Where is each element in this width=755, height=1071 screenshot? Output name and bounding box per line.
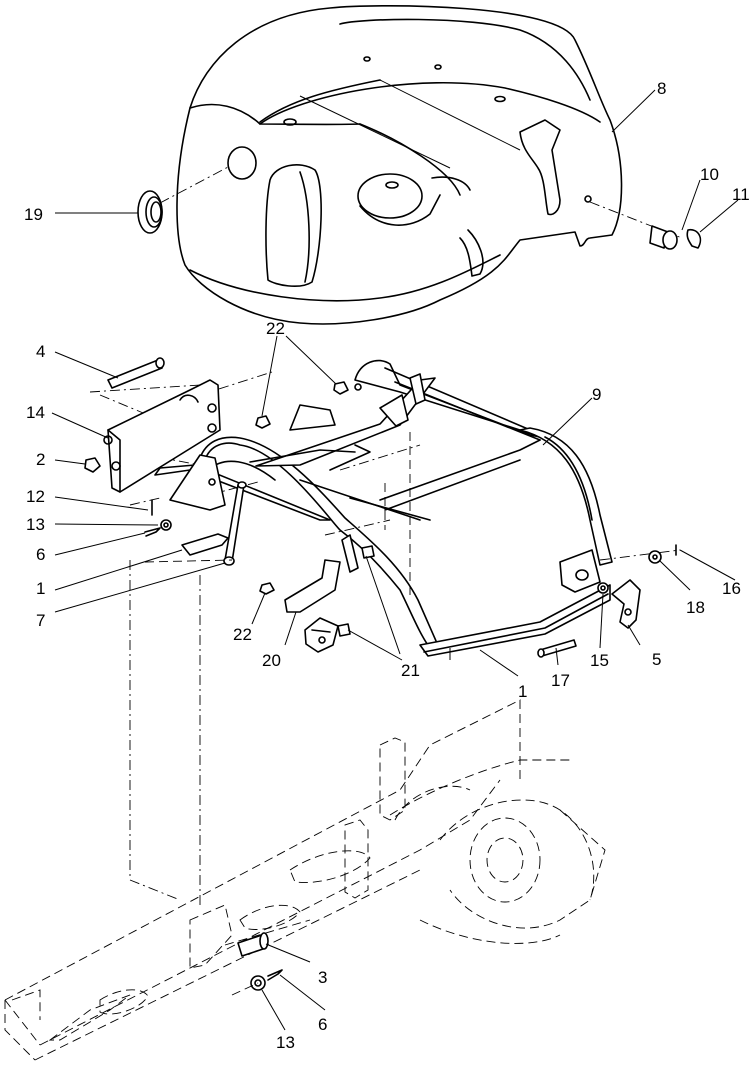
callout-17: 17 <box>551 671 570 690</box>
callout-22-lower: 22 <box>233 625 252 644</box>
latch-rod-part-7 <box>223 481 247 566</box>
latch-plate-part-1-left <box>181 533 229 556</box>
callout-9: 9 <box>592 385 601 404</box>
callout-3: 3 <box>318 968 327 987</box>
leader-lines <box>51 89 739 1031</box>
washer-part-13-lower <box>231 975 266 996</box>
callout-5: 5 <box>652 650 661 669</box>
washer-part-18 <box>648 550 662 564</box>
clip-part-6-lower <box>267 969 283 981</box>
callout-4: 4 <box>36 342 45 361</box>
screw-part-21 <box>337 545 375 637</box>
seat-frame-part-9 <box>154 359 613 660</box>
nut-part-22-lower <box>259 582 275 595</box>
frame-left-pivot <box>169 454 226 511</box>
callout-13-upper: 13 <box>26 515 45 534</box>
callout-21: 21 <box>401 661 420 680</box>
latch-part-5 <box>611 579 641 629</box>
callout-8: 8 <box>657 79 666 98</box>
callout-19: 19 <box>24 205 43 224</box>
callout-7: 7 <box>36 611 45 630</box>
callout-1-right: 1 <box>518 682 527 701</box>
callout-13-lower: 13 <box>276 1033 295 1052</box>
callout-11: 11 <box>732 185 750 204</box>
hinge-bracket-part-14 <box>103 379 221 493</box>
callout-2: 2 <box>36 450 45 469</box>
callout-1-left: 1 <box>36 579 45 598</box>
clevis-pin-part-3 <box>224 919 311 957</box>
switch-bracket-part-20 <box>284 534 359 653</box>
nut-part-22-upper <box>255 381 349 429</box>
clip-part-6-upper <box>144 527 161 537</box>
callout-12: 12 <box>26 487 45 506</box>
pin-part-17 <box>537 639 577 658</box>
callout-10: 10 <box>700 165 719 184</box>
cap-part-11 <box>686 228 702 249</box>
callout-22-upper: 22 <box>266 319 285 338</box>
pin-part-4 <box>107 357 165 389</box>
callout-14: 14 <box>26 403 45 422</box>
washer-part-13-upper <box>160 519 172 531</box>
knob-part-10 <box>589 201 683 250</box>
callout-18: 18 <box>686 598 705 617</box>
callout-15: 15 <box>590 651 609 670</box>
callout-20: 20 <box>262 651 281 670</box>
chassis-frame-phantom <box>4 699 606 1061</box>
callout-16: 16 <box>722 579 741 598</box>
roller-part-15 <box>597 582 609 594</box>
nut-part-2 <box>84 457 101 473</box>
seat-shroud-part-8 <box>176 5 623 325</box>
callout-6-lower: 6 <box>318 1015 327 1034</box>
callout-labels: 8 10 11 19 4 22 9 14 2 12 13 6 1 7 16 18… <box>24 79 750 1052</box>
callout-6-upper: 6 <box>36 545 45 564</box>
grommet-part-19 <box>137 165 231 234</box>
